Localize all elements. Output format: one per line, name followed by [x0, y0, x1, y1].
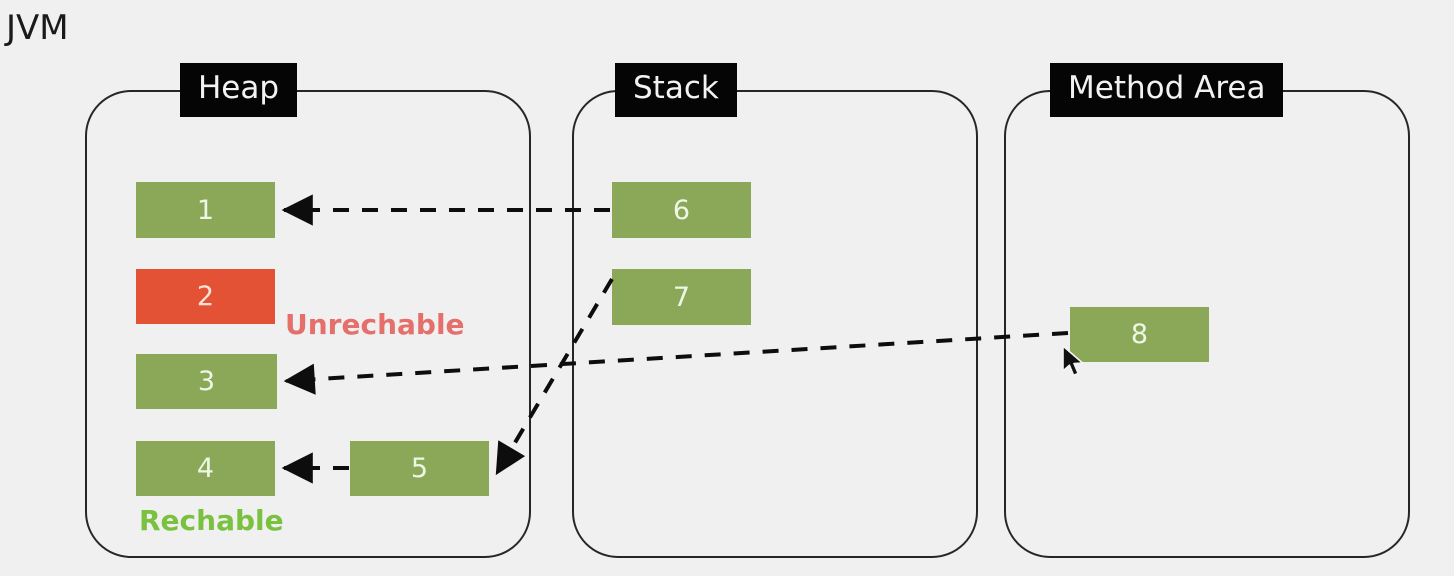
- mouse-pointer-icon: [1061, 345, 1087, 383]
- unreachable-annotation: Unrechable: [285, 308, 465, 341]
- object-cell-6[interactable]: 6: [612, 182, 751, 238]
- page-title: JVM: [6, 8, 69, 48]
- heap-label-plate: Heap: [180, 63, 298, 117]
- object-cell-2[interactable]: 2: [136, 269, 275, 324]
- object-cell-3[interactable]: 3: [136, 354, 277, 409]
- object-cell-8[interactable]: 8: [1070, 307, 1209, 362]
- stack-label-plate: Stack: [615, 63, 737, 117]
- object-cell-1[interactable]: 1: [136, 182, 275, 238]
- object-cell-7[interactable]: 7: [612, 269, 751, 325]
- object-cell-4[interactable]: 4: [136, 441, 275, 496]
- reachable-annotation: Rechable: [139, 504, 284, 537]
- object-cell-5[interactable]: 5: [350, 441, 489, 496]
- method-area-label-plate: Method Area: [1050, 63, 1284, 117]
